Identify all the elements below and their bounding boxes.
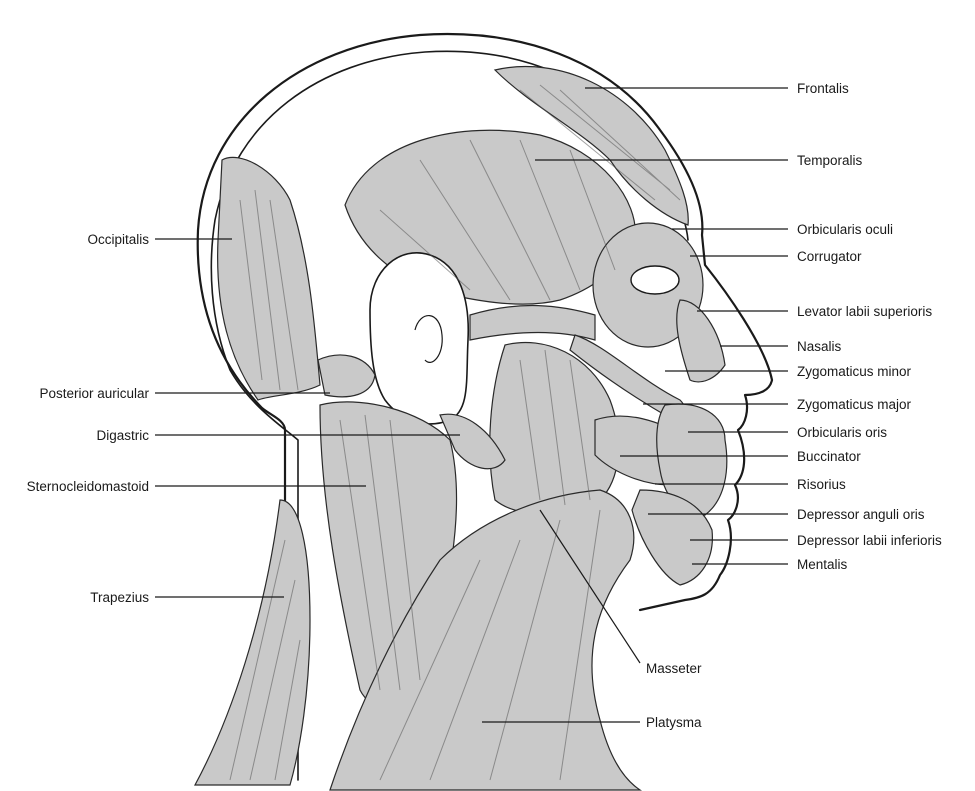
label-risorius: Risorius [797,477,846,492]
label-zygomaticus-minor: Zygomaticus minor [797,364,912,379]
label-depressor-anguli-oris: Depressor anguli oris [797,507,925,522]
levator-labii-muscle [677,300,725,382]
label-frontalis: Frontalis [797,81,849,96]
label-trapezius: Trapezius [90,590,149,605]
occipitalis-muscle [218,157,320,400]
label-nasalis: Nasalis [797,339,842,354]
label-temporalis: Temporalis [797,153,863,168]
label-orbicularis-oris: Orbicularis oris [797,425,887,440]
label-corrugator: Corrugator [797,249,862,264]
posterior-auricular-muscle [318,355,375,397]
label-depressor-labii-inferioris: Depressor labii inferioris [797,533,942,548]
label-digastric: Digastric [96,428,149,443]
label-levator-labii-superioris: Levator labii superioris [797,304,932,319]
label-buccinator: Buccinator [797,449,861,464]
label-sternocleidomastoid: Sternocleidomastoid [27,479,149,494]
label-platysma: Platysma [646,715,702,730]
label-orbicularis-oculi: Orbicularis oculi [797,222,893,237]
label-zygomaticus-major: Zygomaticus major [797,397,912,412]
label-occipitalis: Occipitalis [87,232,149,247]
label-posterior-auricular: Posterior auricular [39,386,149,401]
label-masseter: Masseter [646,661,702,676]
eye [631,266,679,294]
trapezius-muscle [195,500,310,785]
muscle-layer [195,67,727,790]
ear [370,253,468,424]
label-mentalis: Mentalis [797,557,848,572]
